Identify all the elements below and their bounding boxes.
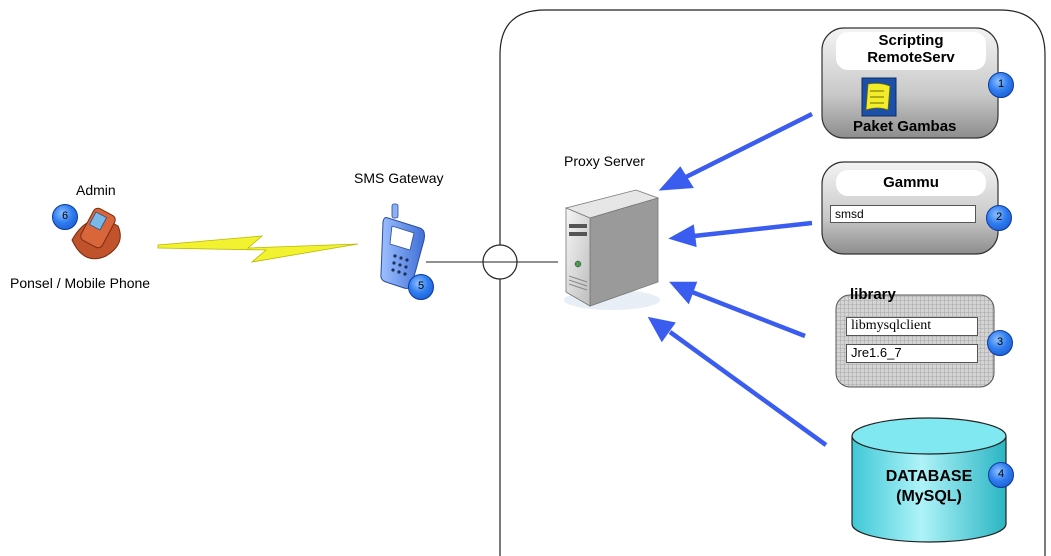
library-box	[835, 294, 995, 388]
database-label-line2: (MySQL)	[896, 488, 962, 505]
arrow-database	[668, 330, 828, 447]
badge-2: 2	[986, 205, 1012, 231]
proxy-label: Proxy Server	[564, 153, 645, 169]
database-label-line1: DATABASE	[885, 468, 973, 485]
scripting-title-line2: RemoteServ	[867, 49, 955, 66]
gammu-title: Gammu	[836, 170, 986, 196]
scripting-title: Scripting RemoteServ	[836, 32, 986, 70]
badge-1: 1	[988, 72, 1014, 98]
admin-phone-icon	[71, 207, 121, 260]
library-item-libmysqlclient: libmysqlclient	[846, 317, 978, 336]
library-item-jre: Jre1.6_7	[846, 344, 978, 363]
badge-5: 5	[408, 274, 434, 300]
proxy-server-icon	[564, 189, 660, 310]
scripting-title-line1: Scripting	[878, 32, 944, 49]
script-scroll-icon	[861, 77, 897, 117]
data-flow-arrows	[647, 111, 828, 447]
badge-6: 6	[52, 204, 78, 230]
library-title: library	[850, 286, 896, 303]
database-label: DATABASE (MySQL)	[852, 467, 1006, 507]
wireless-link-lightning	[157, 235, 359, 263]
scripting-caption: Paket Gambas	[853, 118, 957, 135]
badge-3: 3	[987, 330, 1013, 356]
badge-4: 4	[988, 462, 1014, 488]
gammu-field-smsd: smsd	[830, 205, 976, 223]
arrow-library	[691, 289, 806, 339]
admin-label: Admin	[76, 182, 116, 198]
gateway-phone-icon	[380, 203, 425, 289]
admin-caption: Ponsel / Mobile Phone	[10, 275, 151, 291]
server-zone-border	[499, 9, 1046, 556]
arrow-scripting	[682, 111, 814, 181]
gateway-label: SMS Gateway	[354, 170, 444, 186]
arrow-gammu	[693, 220, 813, 239]
database-cylinder	[851, 417, 1007, 543]
